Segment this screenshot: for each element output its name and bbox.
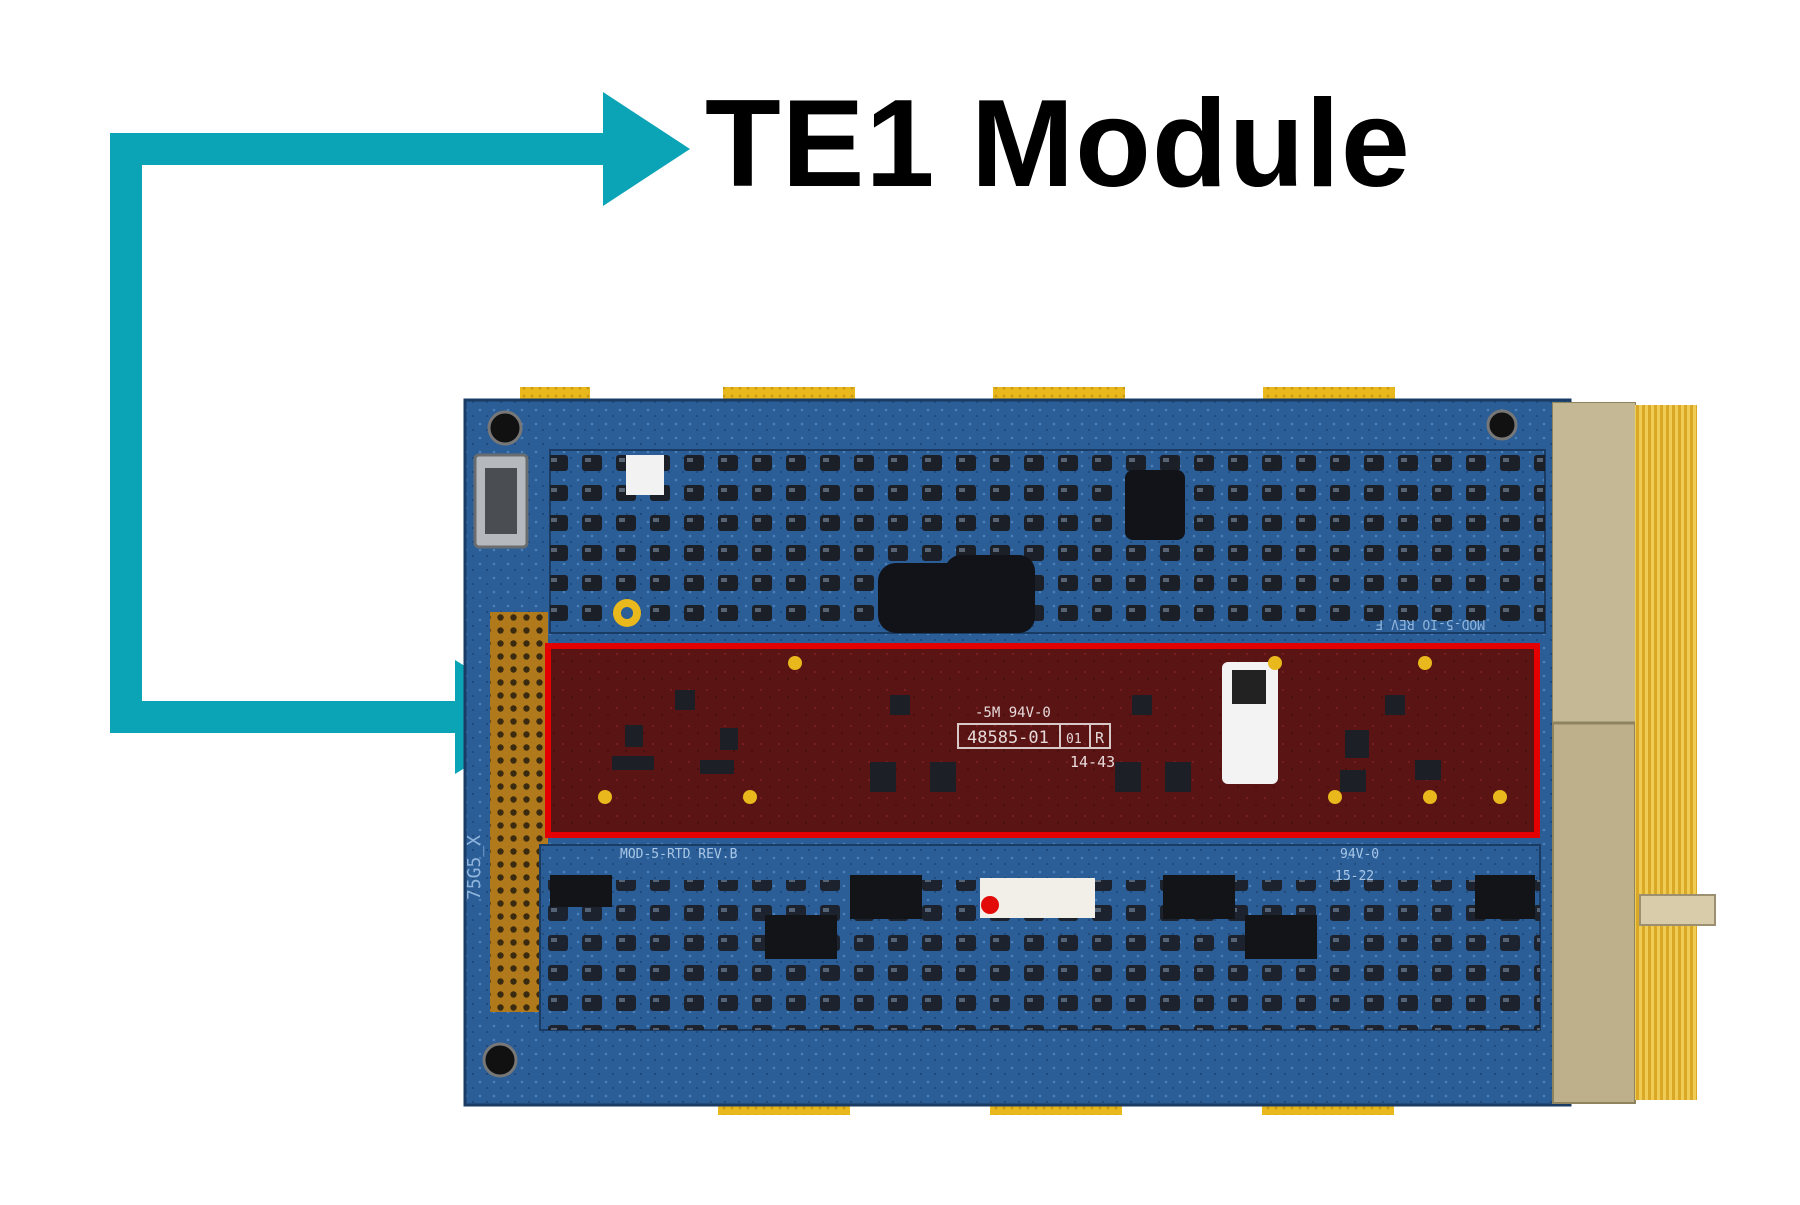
- te1-ul-mark: -5M 94V-0: [975, 705, 1051, 721]
- bottom-module: MOD-5-RTD REV.B 94V-0 15-22: [539, 844, 1541, 1031]
- backplane-connector: [1486, 402, 1716, 1104]
- bottom-date: 15-22: [1335, 869, 1374, 884]
- bottom-ul-mark: 94V-0: [1340, 847, 1379, 862]
- te1-highlight-box: [545, 643, 1540, 838]
- proto-area: [490, 612, 548, 1012]
- te1-module: 48585-01 01 R 14-43 -5M 94V-0: [550, 648, 1535, 833]
- top-module: MOD-5-IO REV F: [549, 449, 1546, 634]
- te1-part-number: 48585-01: [967, 728, 1049, 748]
- te1-date: 14-43: [1070, 753, 1115, 771]
- carrier-id-label: 75G5_X: [464, 835, 485, 900]
- top-module-label: MOD-5-IO REV F: [1375, 616, 1485, 631]
- te1-code-b: R: [1095, 729, 1105, 747]
- bottom-module-label: MOD-5-RTD REV.B: [620, 847, 738, 862]
- te1-code-a: 01: [1066, 732, 1082, 747]
- page-title: TE1 Module: [705, 75, 1411, 213]
